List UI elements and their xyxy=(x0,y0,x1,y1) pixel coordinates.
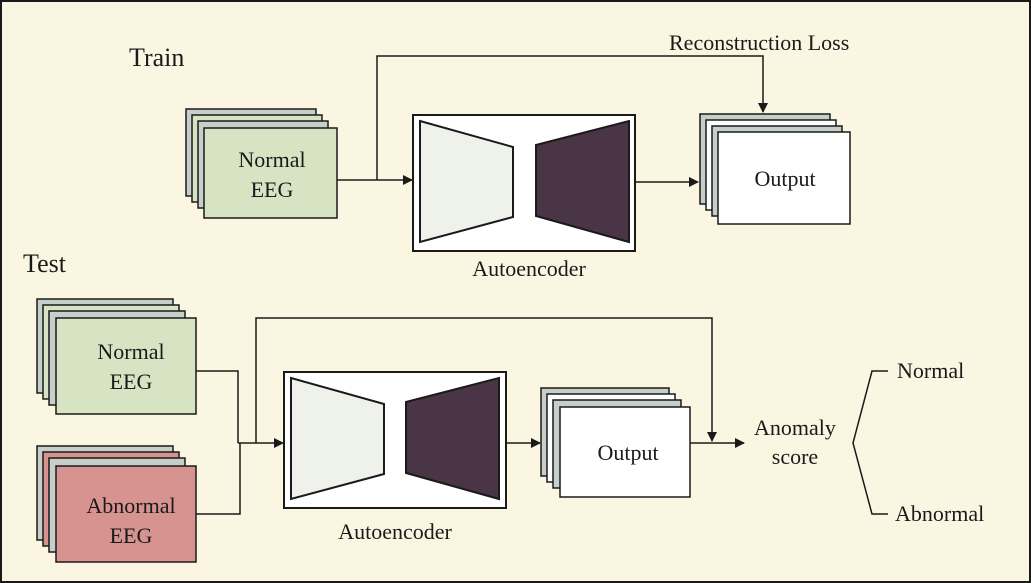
encoder-trapezoid xyxy=(419,119,514,244)
train-input-label-line2: EEG xyxy=(251,177,294,202)
test-normal-label-line2: EEG xyxy=(110,369,153,394)
test-abnormal-label-line1: Abnormal xyxy=(86,493,175,518)
decoder-trapezoid xyxy=(535,119,630,244)
test-output-stack: Output xyxy=(540,387,691,498)
reconstruction-loss-label: Reconstruction Loss xyxy=(669,30,849,55)
train-normal-eeg-stack: Normal EEG xyxy=(185,108,338,219)
train-section-label: Train xyxy=(129,43,184,72)
test-normal-label-line1: Normal xyxy=(97,339,164,364)
test-normal-eeg-stack: Normal EEG xyxy=(36,298,197,415)
test-output-label: Output xyxy=(597,440,658,465)
class-abnormal-label: Abnormal xyxy=(895,501,984,526)
anomaly-score-line1: Anomaly xyxy=(754,415,836,440)
test-bypass-path xyxy=(255,317,717,443)
stack-front xyxy=(203,127,338,219)
stack-front xyxy=(559,406,691,498)
train-autoencoder xyxy=(412,114,636,252)
train-output-stack: Output xyxy=(699,113,851,225)
train-autoencoder-label: Autoencoder xyxy=(472,256,586,281)
test-abnormal-label-line2: EEG xyxy=(110,523,153,548)
decoder-trapezoid xyxy=(405,376,500,501)
train-loss-path xyxy=(376,55,768,180)
test-section-label: Test xyxy=(23,249,67,278)
test-abnormal-connector xyxy=(196,443,241,515)
test-autoencoder xyxy=(283,371,507,509)
train-input-label-line1: Normal xyxy=(238,147,305,172)
stack-front xyxy=(55,317,197,415)
class-normal-label: Normal xyxy=(897,358,964,383)
test-autoencoder-label: Autoencoder xyxy=(338,519,452,544)
decision-brace xyxy=(852,370,888,515)
test-normal-connector xyxy=(196,370,239,443)
stack-front xyxy=(717,131,851,225)
train-output-label: Output xyxy=(754,166,815,191)
test-abnormal-eeg-stack: Abnormal EEG xyxy=(36,445,197,563)
anomaly-score-line2: score xyxy=(772,444,818,469)
encoder-trapezoid xyxy=(290,376,385,501)
